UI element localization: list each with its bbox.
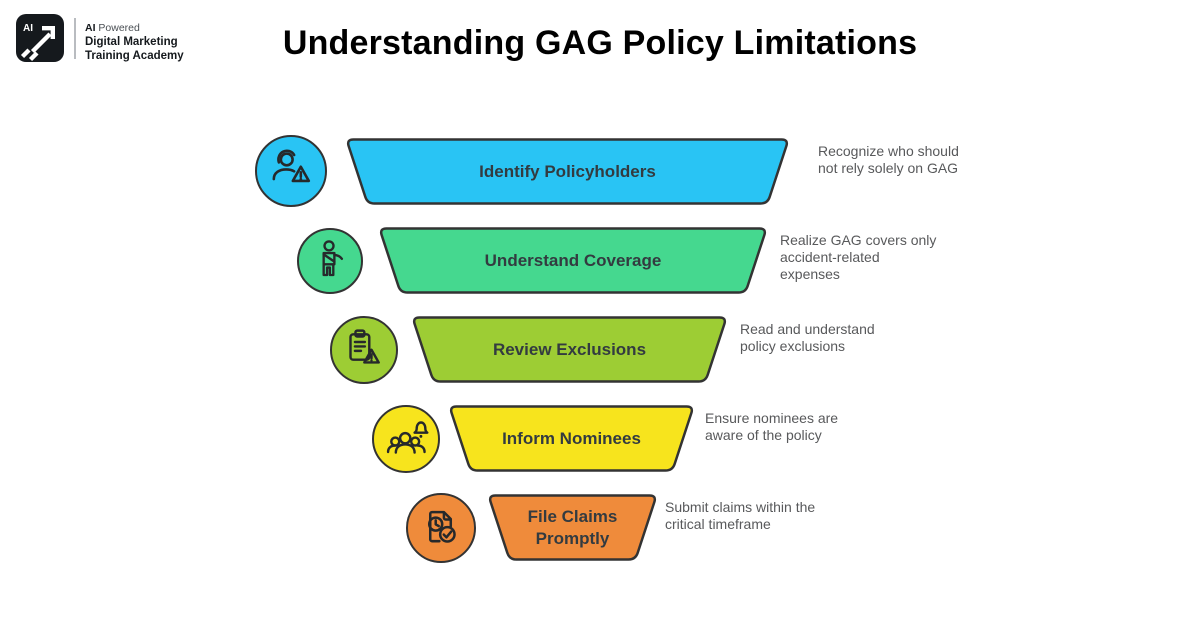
funnel-step-shape bbox=[379, 227, 767, 294]
step5-icon-badge bbox=[406, 493, 476, 563]
logo-line-digital-marketing: Digital Marketing bbox=[85, 36, 178, 48]
step2-icon-badge bbox=[297, 228, 363, 294]
funnel-step-shape bbox=[488, 494, 657, 561]
logo-ai-text: AI bbox=[23, 23, 33, 34]
funnel-step-inform-nominees: Inform Nominees bbox=[448, 405, 695, 472]
page-title: Understanding GAG Policy Limitations bbox=[282, 24, 918, 62]
group-bell-icon bbox=[386, 420, 429, 454]
funnel-step-label: Understand Coverage bbox=[484, 250, 662, 270]
logo-line-training-academy: Training Academy bbox=[85, 50, 184, 62]
step1-icon-badge bbox=[255, 135, 327, 207]
person-warning-icon bbox=[272, 149, 311, 183]
logo-divider bbox=[74, 18, 76, 59]
funnel-step-description: Read and understand policy exclusions bbox=[740, 321, 875, 354]
funnel-step-label: Inform Nominees bbox=[502, 428, 641, 448]
funnel-step-label: Review Exclusions bbox=[492, 339, 647, 359]
funnel-step-shape bbox=[449, 405, 694, 472]
step4-icon-badge bbox=[372, 405, 440, 473]
brand-logo-mark: AI bbox=[16, 14, 64, 62]
funnel-step-identify-policyholders: Identify Policyholders bbox=[345, 138, 790, 205]
funnel-step-description: Submit claims within the critical timefr… bbox=[665, 499, 816, 532]
brand-wordmark: AI Powered Digital Marketing Training Ac… bbox=[85, 21, 184, 63]
funnel-step-shape bbox=[412, 316, 727, 383]
funnel-step-label: Identify Policyholders bbox=[479, 161, 656, 181]
funnel-step-review-exclusions: Review Exclusions bbox=[411, 316, 728, 383]
funnel-step-file-claims-promptly: File Claims Promptly bbox=[487, 494, 658, 561]
funnel-step-shape bbox=[346, 138, 789, 205]
funnel-step-description: Ensure nominees are aware of the policy bbox=[705, 410, 839, 443]
document-clock-check-icon bbox=[427, 510, 456, 543]
funnel-step-description: Recognize who should not rely solely on … bbox=[818, 143, 959, 176]
clipboard-warning-icon bbox=[348, 329, 380, 364]
growth-arrow-icon bbox=[20, 26, 55, 62]
funnel-step-label: File Claims Promptly bbox=[527, 507, 618, 548]
step3-icon-badge bbox=[330, 316, 398, 384]
funnel-step-description: Realize GAG covers only accident-related… bbox=[780, 232, 937, 282]
logo-line-ai-powered: AI Powered bbox=[85, 22, 140, 34]
injured-person-icon bbox=[322, 240, 344, 277]
funnel-step-understand-coverage: Understand Coverage bbox=[378, 227, 768, 294]
